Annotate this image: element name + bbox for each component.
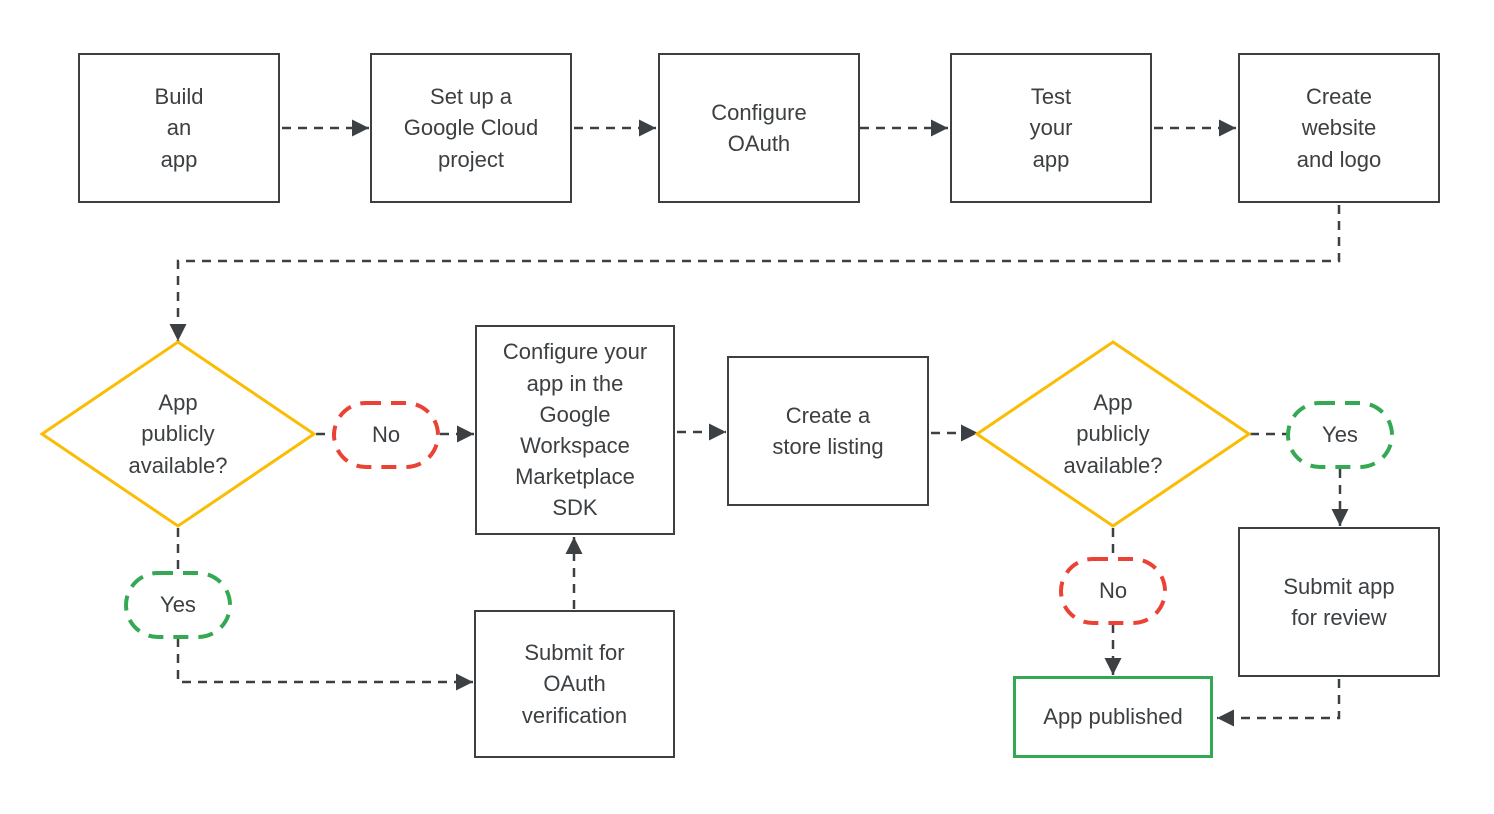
conn-website-to-decision1 [169, 205, 1341, 341]
branch-no2-label: No [1098, 578, 1128, 604]
node-marketplace-sdk: Configure your app in the Google Workspa… [475, 325, 675, 535]
decision1-label: App publicly available? [128, 390, 228, 478]
node-build-app: Build an app [78, 53, 280, 203]
branch-yes1-label-box: Yes [126, 573, 230, 637]
node-cloud-project: Set up a Google Cloud project [370, 53, 572, 203]
branch-no1-oval [332, 401, 440, 469]
node-submit-oauth-label: Submit for OAuth verification [521, 640, 628, 728]
node-website-logo-label: Create website and logo [1296, 84, 1382, 172]
node-store-listing: Create a store listing [727, 356, 929, 506]
decision2-label-box: App publicly available? [1003, 384, 1223, 484]
node-submit-review: Submit app for review [1238, 527, 1440, 677]
node-cloud-project-label: Set up a Google Cloud project [403, 84, 539, 172]
branch-no1-label-box: No [334, 403, 438, 467]
decision1-diamond [39, 340, 317, 528]
branch-no2-oval [1059, 557, 1167, 625]
decision2-diamond [974, 340, 1252, 528]
node-test-app: Test your app [950, 53, 1152, 203]
node-app-published-label: App published [1043, 704, 1183, 730]
node-submit-review-label: Submit app for review [1283, 573, 1395, 630]
branch-no1-label: No [371, 422, 401, 448]
node-website-logo: Create website and logo [1238, 53, 1440, 203]
node-configure-oauth-label: Configure OAuth [711, 99, 807, 156]
node-submit-oauth: Submit for OAuth verification [474, 610, 675, 758]
decision1-label-box: App publicly available? [68, 384, 288, 484]
branch-no2-label-box: No [1061, 559, 1165, 623]
node-build-app-label: Build an app [154, 84, 204, 172]
branch-yes1-label: Yes [160, 592, 196, 618]
branch-yes2-oval [1286, 401, 1394, 469]
node-test-app-label: Test your app [1029, 84, 1073, 172]
decision2-label: App publicly available? [1063, 390, 1163, 478]
branch-yes2-label: Yes [1322, 422, 1358, 448]
node-store-listing-label: Create a store listing [772, 402, 884, 459]
conn-submit-review-to-published [1217, 679, 1341, 727]
node-marketplace-sdk-label: Configure your app in the Google Workspa… [502, 339, 648, 521]
branch-yes2-label-box: Yes [1288, 403, 1392, 467]
node-app-published: App published [1013, 676, 1213, 758]
conn-yes1-to-submit-oauth [176, 638, 473, 691]
branch-yes1-oval [124, 571, 232, 639]
node-configure-oauth: Configure OAuth [658, 53, 860, 203]
